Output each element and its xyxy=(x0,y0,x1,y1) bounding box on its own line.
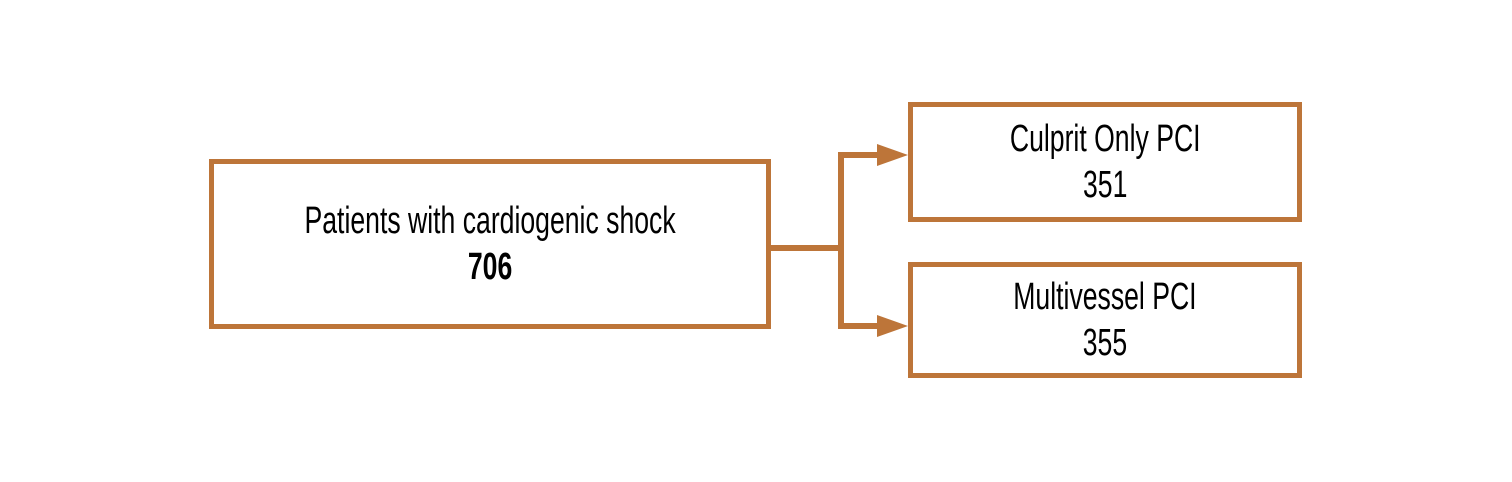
node-text: Multivessel PCI 355 xyxy=(1013,274,1196,366)
node-value: 706 xyxy=(467,246,513,288)
connector-path xyxy=(768,152,881,329)
node-multivessel-pci: Multivessel PCI 355 xyxy=(908,262,1302,378)
node-text: Culprit Only PCI 351 xyxy=(1010,116,1201,208)
arrowhead-bottom-icon xyxy=(877,315,908,337)
node-text: Patients with cardiogenic shock 706 xyxy=(304,198,675,290)
node-patients-with-cardiogenic-shock: Patients with cardiogenic shock 706 xyxy=(209,159,771,329)
node-culprit-only-pci: Culprit Only PCI 351 xyxy=(908,102,1302,222)
node-label: Culprit Only PCI xyxy=(1009,118,1201,160)
node-label: Multivessel PCI xyxy=(1013,276,1197,318)
node-value: 355 xyxy=(1082,322,1128,364)
node-value: 351 xyxy=(1082,164,1128,206)
node-label: Patients with cardiogenic shock xyxy=(304,200,676,242)
arrowhead-top-icon xyxy=(877,144,908,166)
